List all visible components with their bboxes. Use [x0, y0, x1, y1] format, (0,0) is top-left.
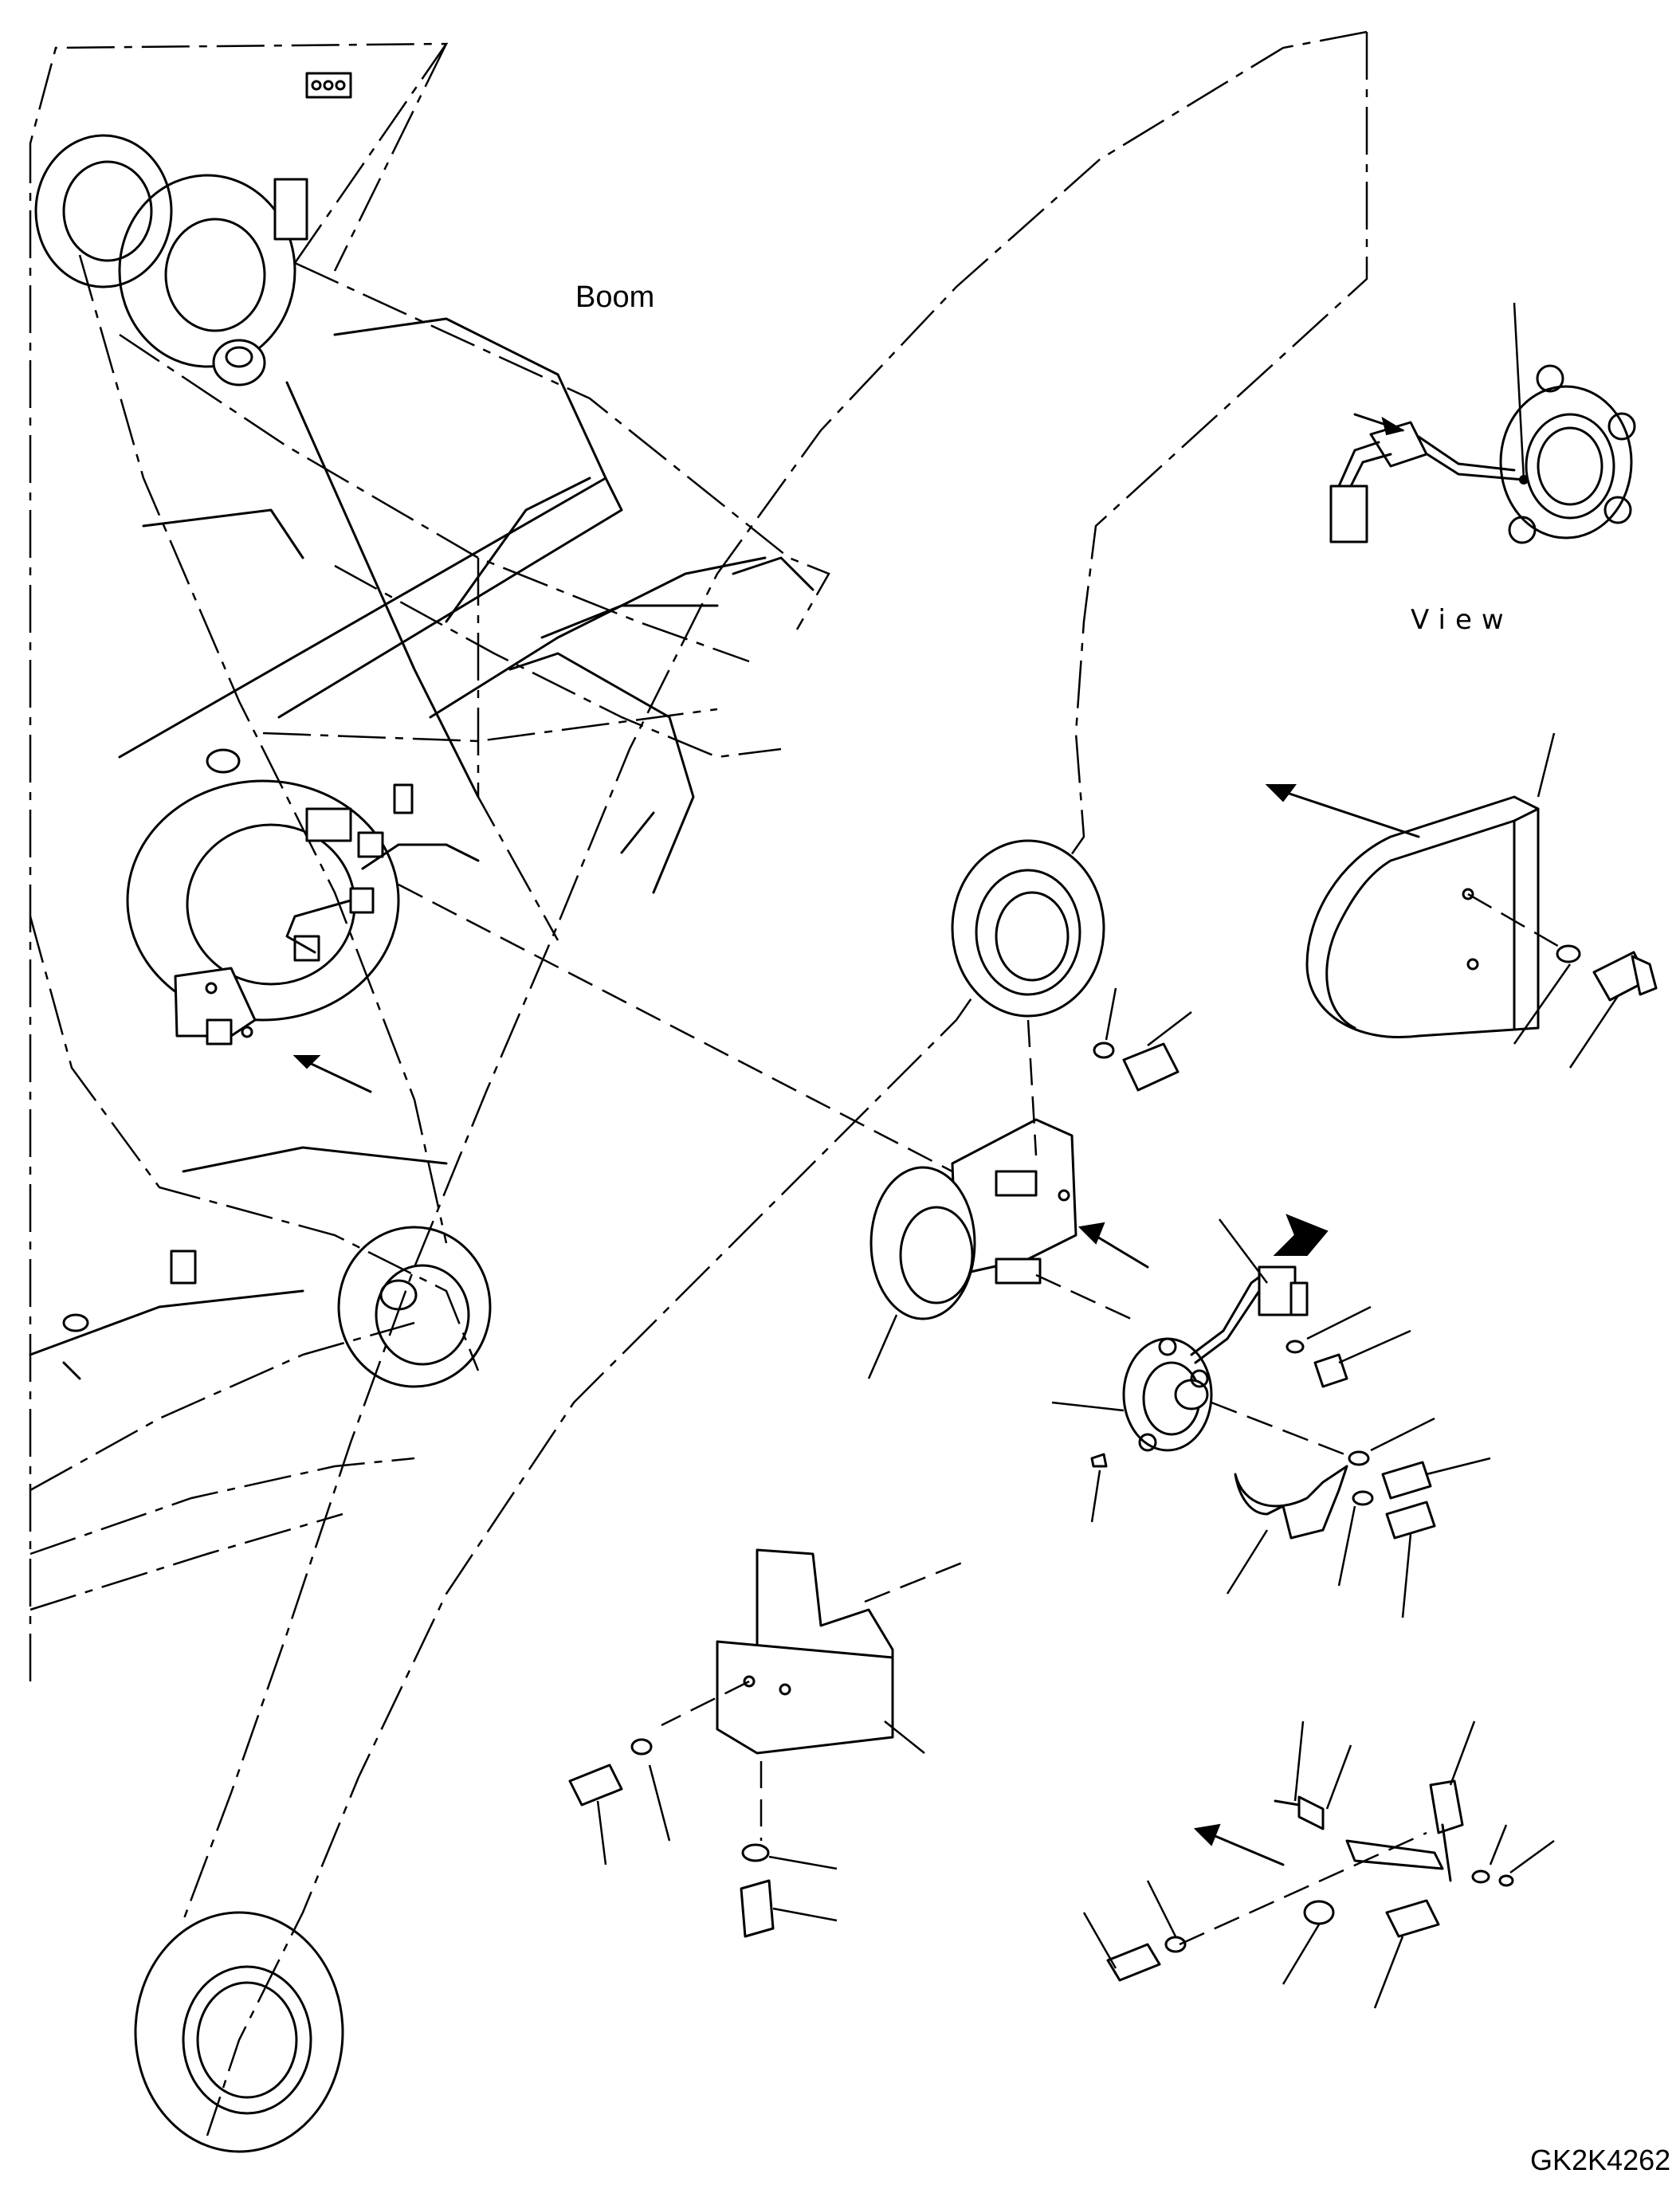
sensor-mounting-plate — [398, 883, 1149, 1379]
boom-label: Boom — [575, 281, 655, 314]
boom-upper-pivot — [34, 134, 296, 386]
stopper-assembly — [1082, 1720, 1555, 2009]
view-inset-sensor — [1329, 302, 1636, 544]
cover-washer-bolt — [1513, 944, 1658, 1069]
potentiometer — [1051, 1214, 1356, 1523]
boom-phantom-outline — [29, 30, 1368, 2136]
boom-frame-lines — [29, 72, 814, 1380]
drawing-code-label: GK2K4262 — [1530, 2144, 1671, 2176]
boom-middle-pivot — [126, 748, 400, 1022]
boom-bearing — [951, 839, 1192, 1092]
boom-wire-harness — [285, 783, 480, 962]
boom-lower-pivot — [337, 1226, 492, 1388]
boom-tip-pivot — [134, 1911, 344, 2153]
lever-and-bolts — [1226, 1417, 1491, 1618]
boom-bracket-small — [174, 967, 372, 1093]
potentiometer-screw — [1286, 1305, 1411, 1388]
guard-bracket — [568, 1548, 965, 1938]
sensor-cover — [1265, 732, 1563, 1038]
view-label: View — [1411, 604, 1513, 636]
